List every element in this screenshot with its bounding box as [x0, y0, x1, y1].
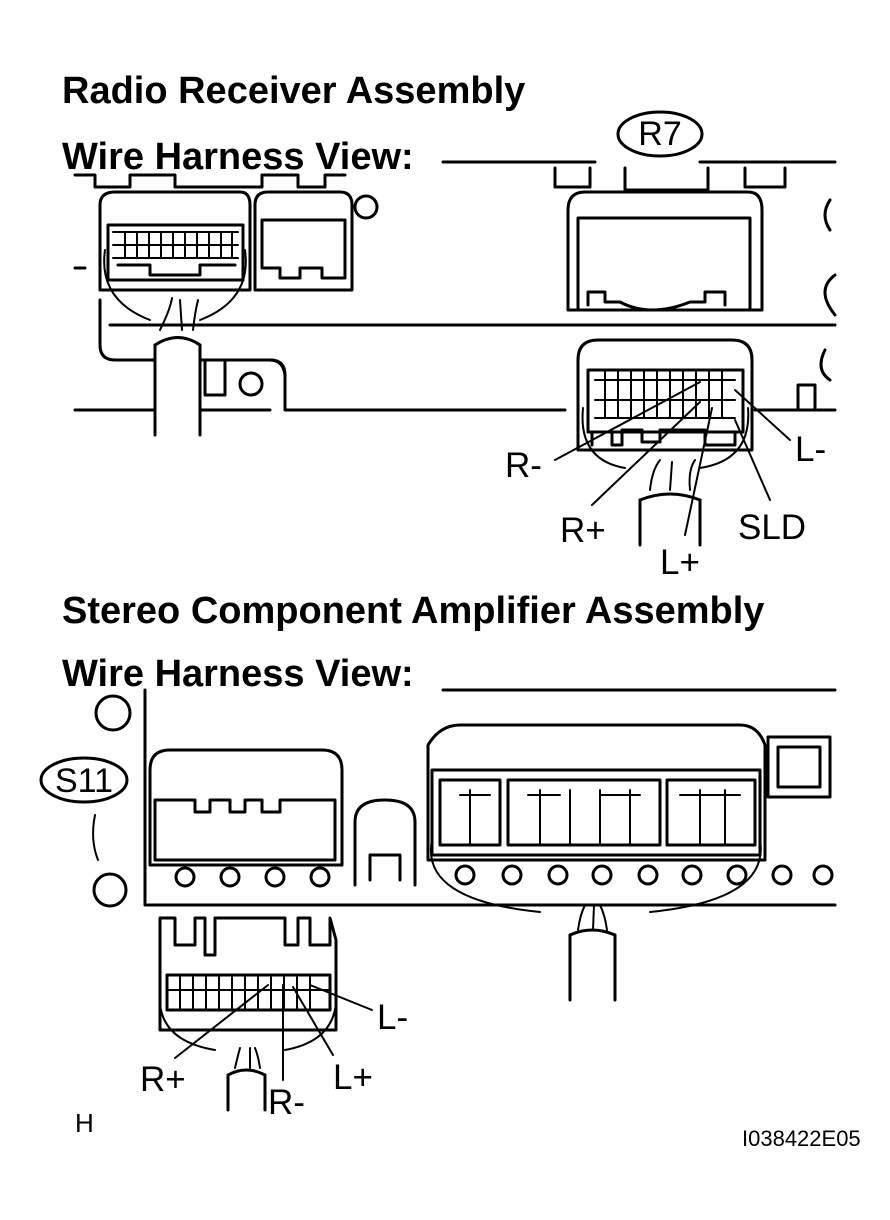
r7-pin-r-plus: R+ [560, 511, 606, 550]
radio-small-connector [253, 190, 379, 292]
r7-pin-r-minus: R- [505, 446, 542, 485]
r7-connector-code: R7 [638, 115, 682, 153]
r7-pin-sld: SLD [738, 508, 807, 547]
radio-upper-connector [566, 190, 764, 312]
s11-upper-connector [148, 748, 344, 888]
amplifier-large-connector [426, 723, 793, 1002]
corner-letter: H [75, 1108, 94, 1138]
radio-receiver-title: Radio Receiver Assembly [62, 70, 526, 112]
figure-id: I038422E05 [742, 1126, 861, 1151]
amplifier-drawing [39, 688, 837, 1112]
s11-connector-code: S11 [55, 762, 113, 800]
s11-pin-l-plus: L+ [333, 1058, 373, 1097]
radio-receiver-subtitle: Wire Harness View: [62, 136, 414, 178]
s11-pin-r-plus: R+ [140, 1060, 186, 1099]
r7-pin-l-minus: L- [795, 430, 827, 469]
r7-pin-leaders [554, 381, 791, 536]
s11-pin-r-minus: R- [268, 1083, 305, 1122]
amplifier-subtitle: Wire Harness View: [62, 653, 414, 695]
r7-pin-l-plus: L+ [660, 543, 700, 582]
radio-receiver-drawing [73, 110, 837, 547]
s11-pin-l-minus: L- [377, 998, 409, 1037]
amplifier-title: Stereo Component Amplifier Assembly [62, 590, 765, 632]
s11-pin-leaders [174, 984, 373, 1081]
radio-left-connector [98, 190, 252, 437]
